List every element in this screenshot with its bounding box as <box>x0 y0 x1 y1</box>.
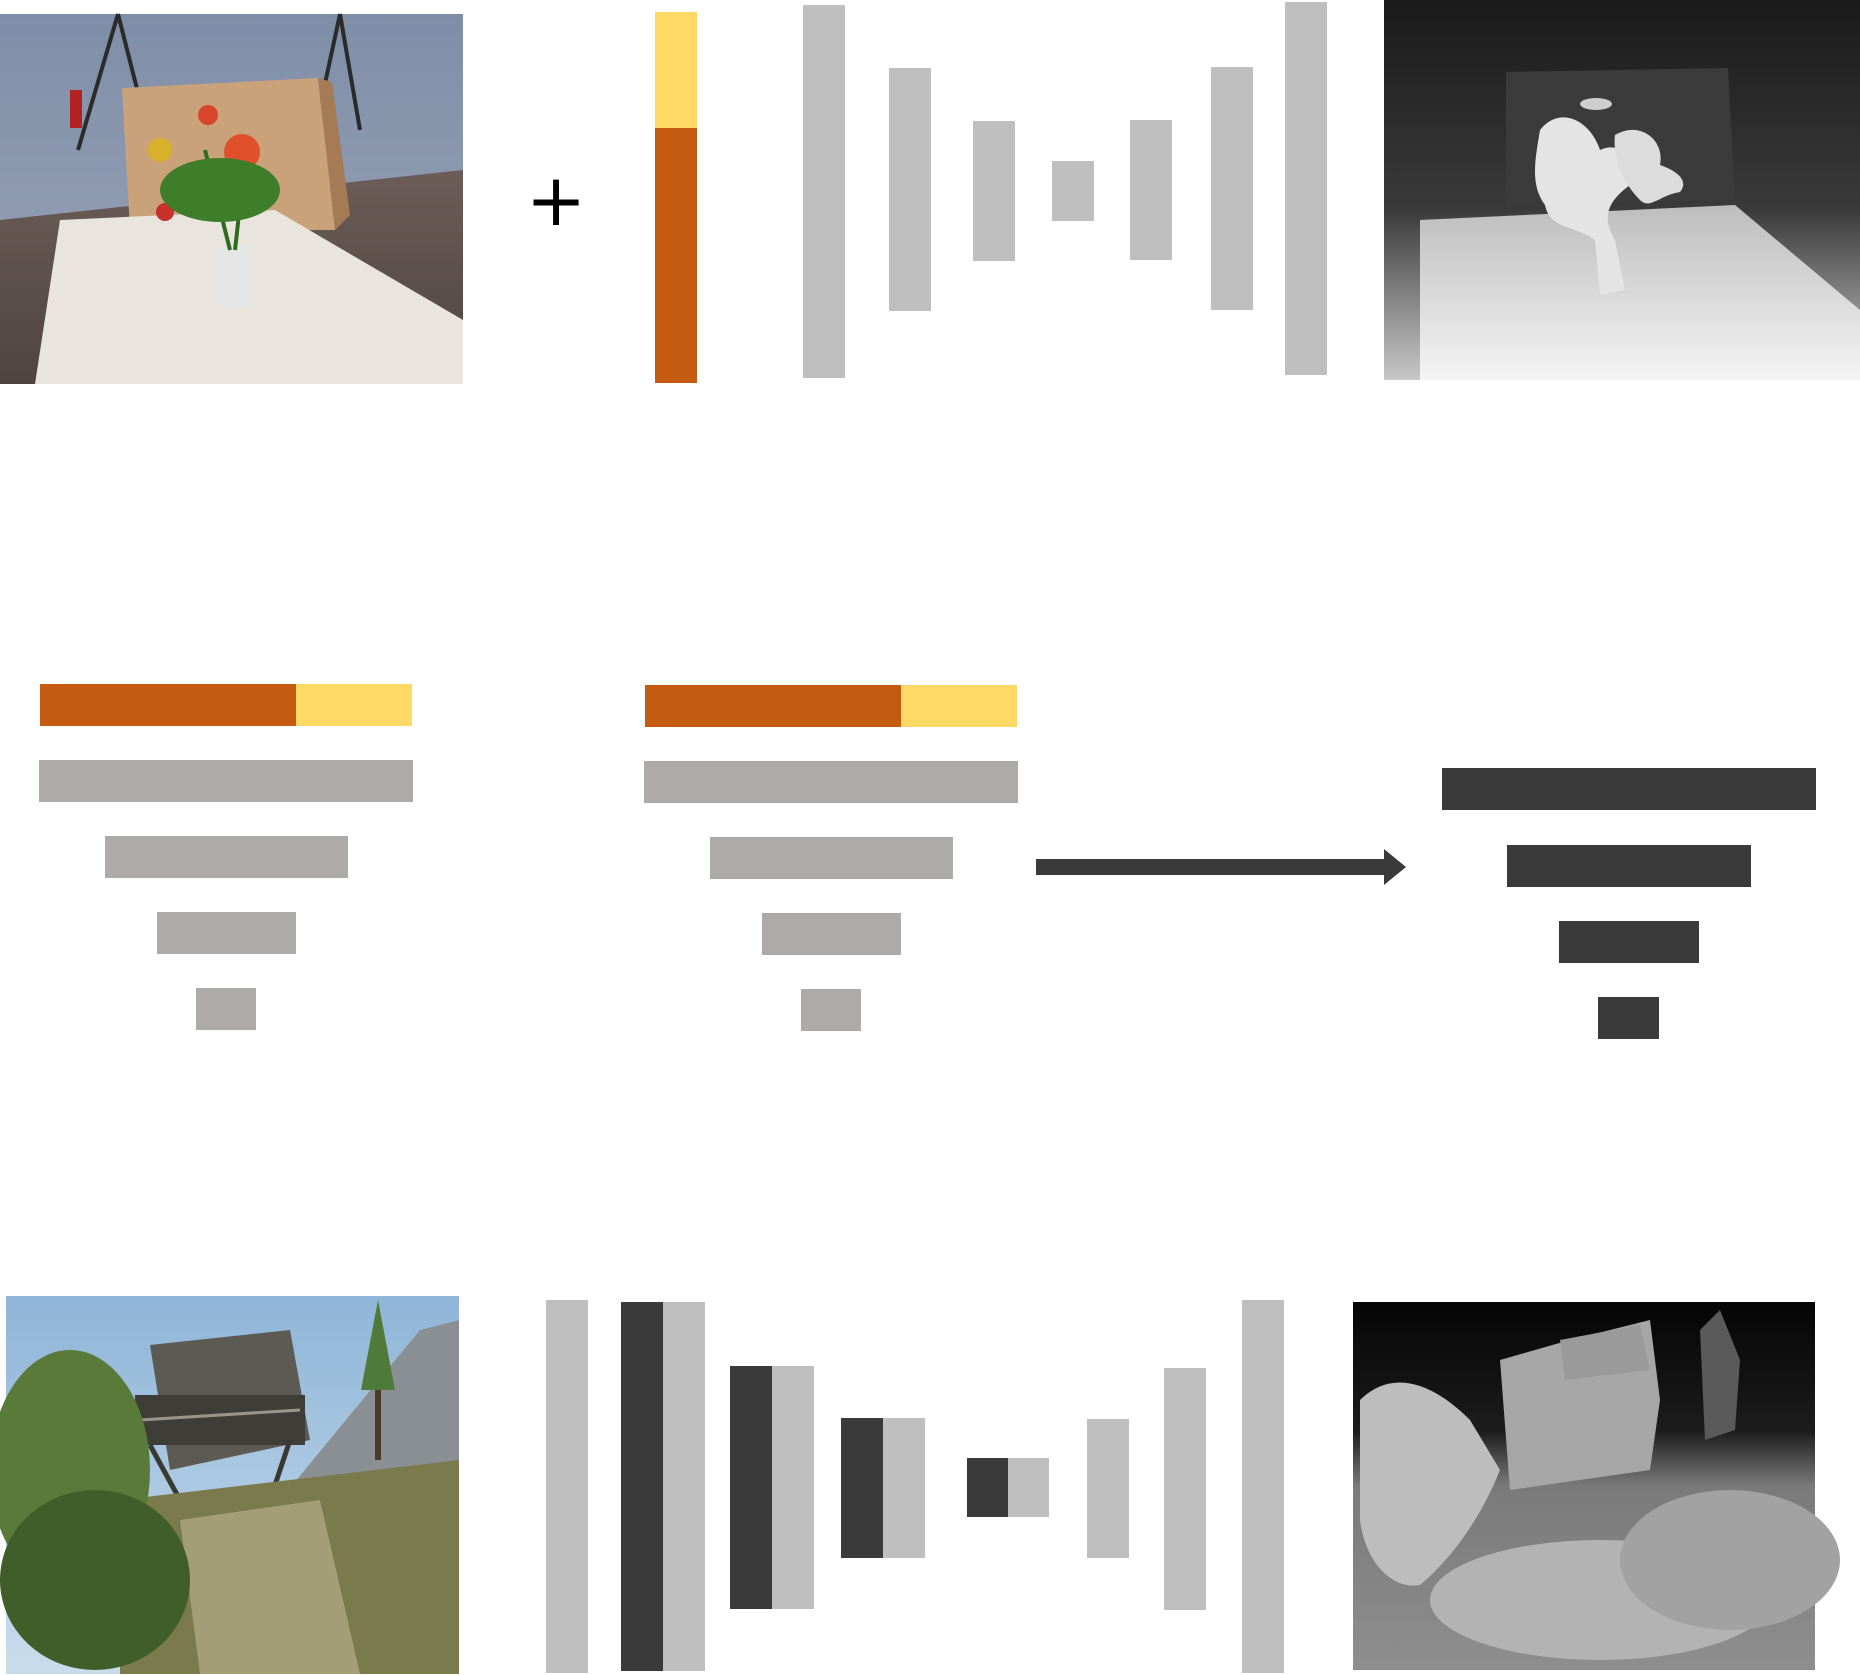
conv-block <box>546 1300 588 1673</box>
center-feature-pyramid <box>644 685 1018 1031</box>
left-feature-pyramid <box>39 684 413 1030</box>
top-encoder-decoder <box>803 2 1327 378</box>
top-output-depth-map <box>1384 0 1860 380</box>
bottom-output-depth-map <box>1353 1302 1840 1670</box>
target-branch-block <box>621 1302 663 1671</box>
target-branch-block <box>730 1366 772 1609</box>
conv-block <box>889 68 931 311</box>
conv-block <box>1242 1300 1284 1673</box>
conv-block <box>973 121 1015 261</box>
svg-text:+: + <box>526 158 586 242</box>
conv-block <box>663 1302 705 1671</box>
plus-symbol: + <box>526 158 586 242</box>
depth-input-channel <box>655 12 697 383</box>
right-arrow-icon <box>1036 849 1406 885</box>
conv-block <box>1211 67 1253 310</box>
conv-block <box>1087 1419 1129 1558</box>
bottom-encoder-decoder <box>546 1300 1284 1673</box>
conv-block <box>1052 161 1094 221</box>
target-feature-pyramid <box>1442 768 1816 1039</box>
bottom-input-photo <box>0 1296 459 1674</box>
conv-block <box>883 1418 925 1558</box>
top-input-photo <box>0 13 463 384</box>
conv-block <box>1008 1458 1049 1517</box>
target-branch-block <box>841 1418 883 1558</box>
conv-block <box>1164 1368 1206 1610</box>
target-branch-block <box>967 1458 1008 1517</box>
conv-block <box>803 5 845 378</box>
conv-block <box>1285 2 1327 375</box>
conv-block <box>772 1366 814 1609</box>
conv-block <box>1130 120 1172 260</box>
